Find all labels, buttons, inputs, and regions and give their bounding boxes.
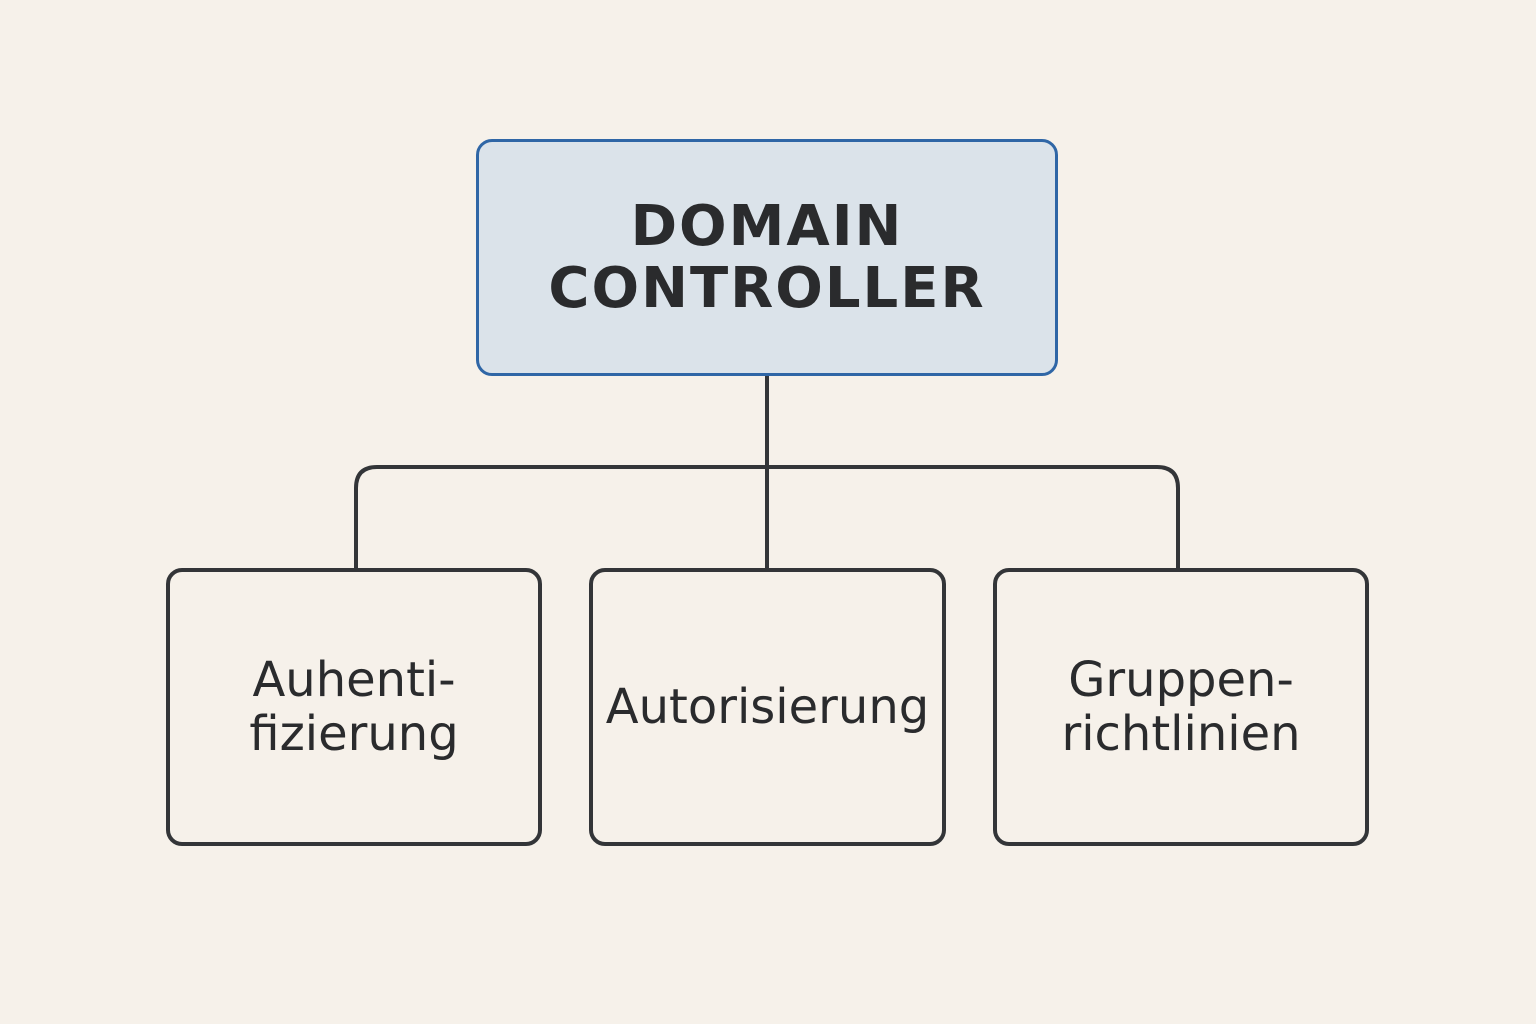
group-policy-label-line-1: Gruppen- xyxy=(1068,652,1294,708)
group-policy-node: Gruppen- richtlinien xyxy=(993,568,1369,846)
authentication-label-line-1: Auhenti- xyxy=(252,652,456,708)
domain-controller-label-line-1: DOMAIN xyxy=(630,193,904,259)
authentication-node: Auhenti- fizierung xyxy=(166,568,542,846)
connector-bus xyxy=(354,465,1180,570)
authorization-label: Autorisierung xyxy=(605,679,930,735)
authorization-node: Autorisierung xyxy=(589,568,946,846)
domain-controller-node: DOMAIN CONTROLLER xyxy=(476,139,1058,376)
group-policy-label-line-2: richtlinien xyxy=(1061,706,1301,762)
domain-controller-label-line-2: CONTROLLER xyxy=(548,255,986,321)
authentication-label-line-2: fizierung xyxy=(249,706,459,762)
